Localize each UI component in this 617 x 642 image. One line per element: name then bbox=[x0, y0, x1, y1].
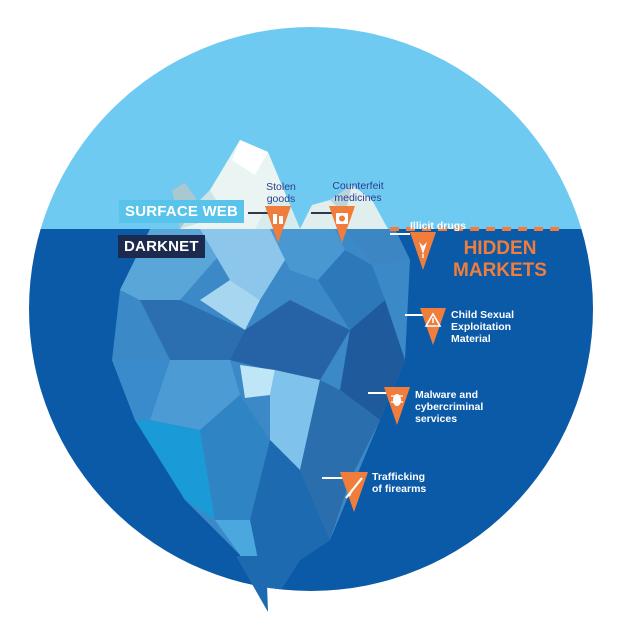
csem-label: Child Sexual Exploitation Material bbox=[451, 309, 514, 345]
cannabis-leaf-icon bbox=[410, 232, 436, 270]
hidden-markets-heading: HIDDEN MARKETS bbox=[450, 238, 550, 282]
pill-box-icon bbox=[329, 206, 355, 243]
sky-area bbox=[29, 27, 593, 229]
malware-line-2: cybercriminal bbox=[415, 401, 484, 414]
counterfeit-line-1: Counterfeit bbox=[332, 180, 384, 192]
stolen-goods-label: Stolen goods bbox=[258, 181, 304, 205]
bug-icon bbox=[384, 387, 410, 425]
bottles-icon bbox=[265, 206, 291, 243]
hidden-markets-line-2: MARKETS bbox=[453, 259, 547, 281]
malware-line-3: services bbox=[415, 413, 458, 426]
csem-line-2: Exploitation bbox=[451, 321, 512, 334]
malware-label: Malware and cybercriminal services bbox=[415, 389, 483, 425]
malware-line-1: Malware and bbox=[415, 389, 479, 401]
csem-line-1: Child Sexual bbox=[451, 309, 515, 321]
warning-icon bbox=[420, 308, 446, 345]
rifle-icon bbox=[340, 472, 368, 512]
counterfeit-medicines-label: Counterfeit medicines bbox=[322, 180, 394, 204]
firearms-label: Trafficking of firearms bbox=[372, 471, 426, 495]
iceberg-bottom-tip bbox=[236, 556, 268, 612]
stolen-goods-line-1: Stolen bbox=[266, 181, 296, 193]
firearms-line-1: Trafficking bbox=[372, 471, 426, 483]
csem-line-3: Material bbox=[451, 333, 491, 346]
stolen-goods-line-2: goods bbox=[266, 193, 296, 206]
surface-web-tag: SURFACE WEB bbox=[119, 200, 245, 223]
illicit-drugs-label: Illicit drugs bbox=[410, 220, 467, 232]
darknet-tag: DARKNET bbox=[118, 235, 205, 258]
firearms-line-2: of firearms bbox=[372, 483, 427, 496]
hidden-markets-line-1: HIDDEN bbox=[463, 238, 537, 259]
counterfeit-line-2: medicines bbox=[334, 192, 382, 205]
